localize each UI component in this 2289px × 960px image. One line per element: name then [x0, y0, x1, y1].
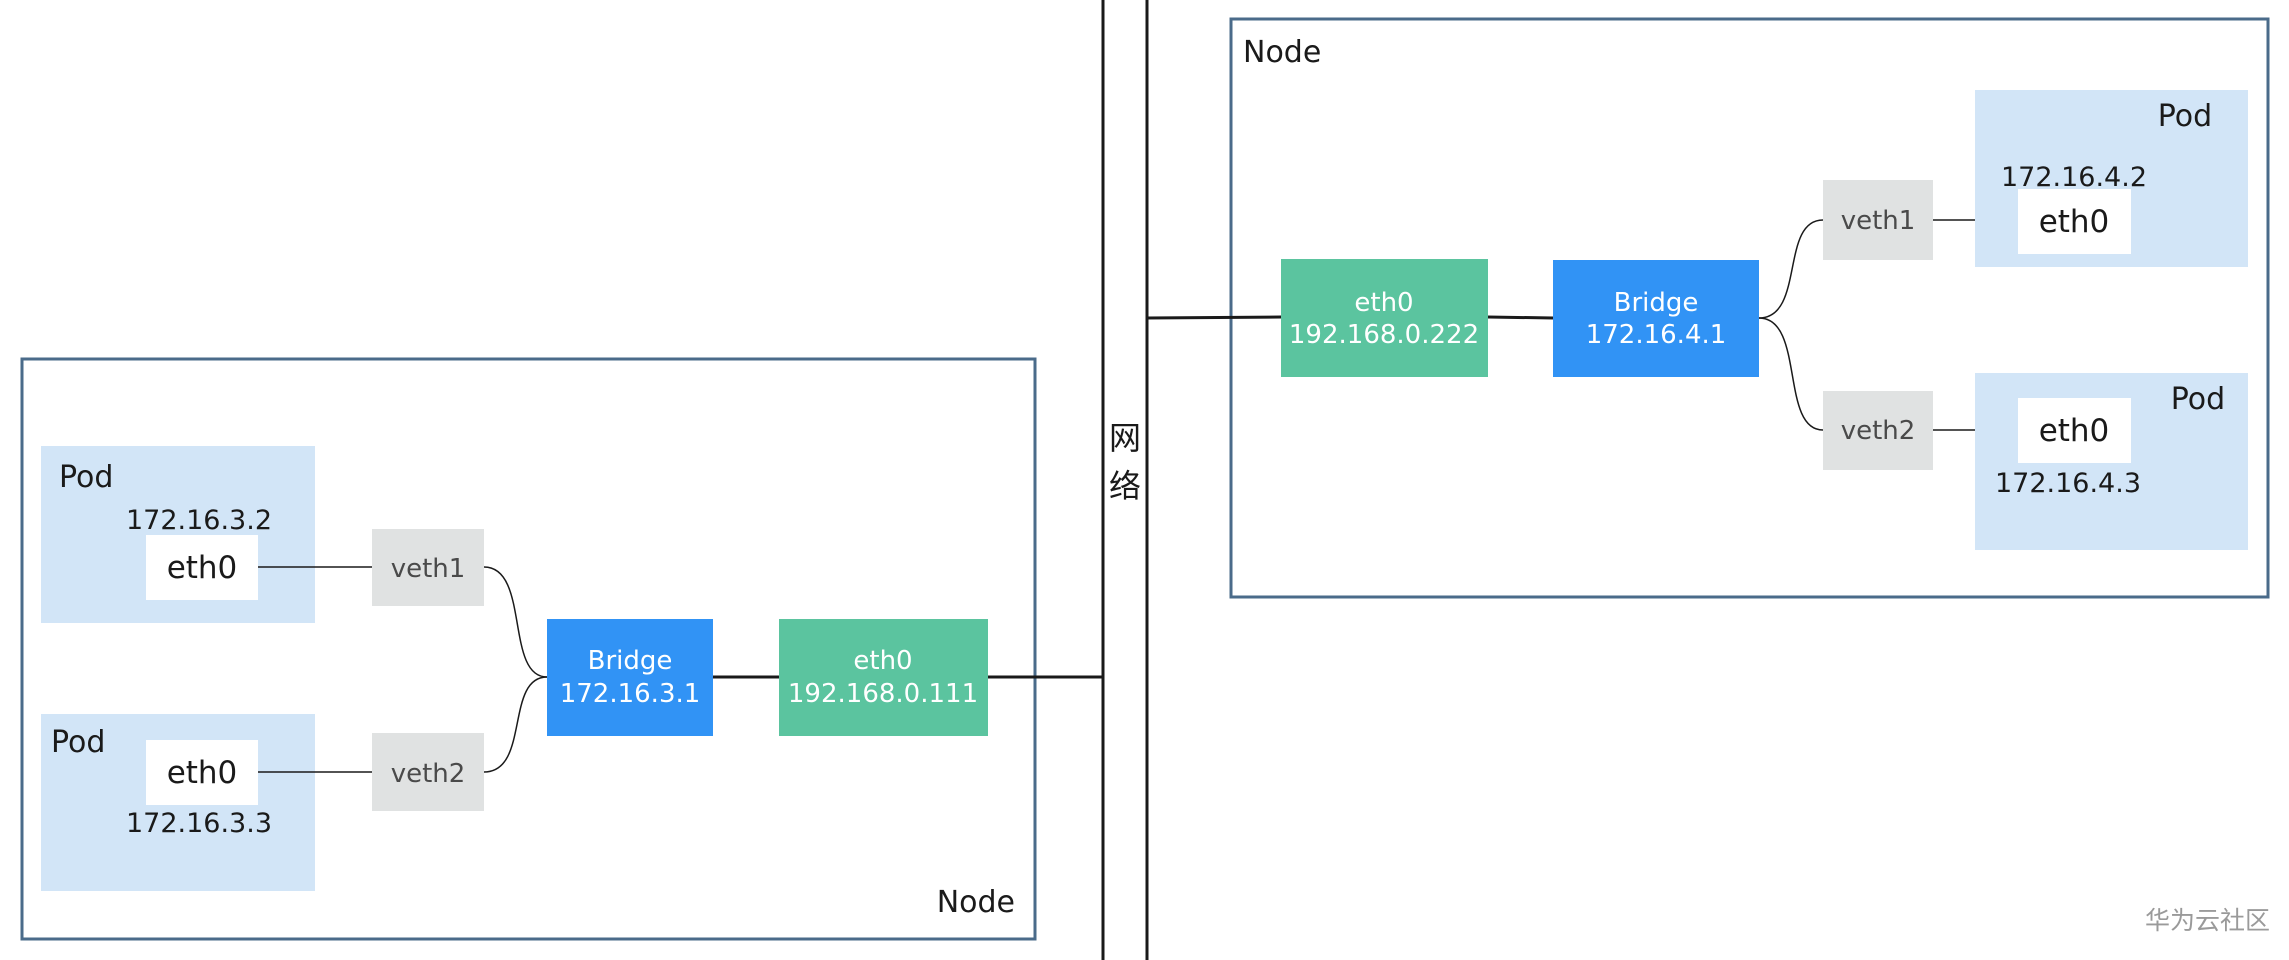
right-veth2-box	[1823, 391, 1933, 470]
left-host-eth0-box	[779, 619, 988, 736]
right-bridge-box	[1553, 260, 1759, 377]
right-pod-2-label: Pod	[2171, 382, 2225, 417]
right-pod-2: Pod eth0 172.16.4.3	[1975, 373, 2248, 550]
left-veth1-label: veth1	[391, 554, 466, 584]
left-bridge-label: Bridge	[588, 646, 673, 676]
left-pod-1: Pod 172.16.3.2 eth0	[41, 446, 315, 623]
left-pod-1-eth0-label: eth0	[167, 550, 238, 586]
left-bridge-box	[547, 619, 713, 736]
right-pod-2-eth0-box	[2018, 398, 2131, 463]
right-bridge-label: Bridge	[1614, 288, 1699, 318]
left-link-veth1-bridge	[483, 566, 548, 678]
network-backbone: 网 络	[1101, 0, 1149, 960]
left-veth1-box	[372, 529, 484, 606]
right-host-eth0-ip: 192.168.0.222	[1289, 320, 1479, 350]
right-pod-1-eth0-label: eth0	[2039, 204, 2110, 240]
right-pod-1-label: Pod	[2158, 99, 2212, 134]
right-host-eth0-label: eth0	[1354, 288, 1413, 318]
left-pod-2-ip: 172.16.3.3	[126, 808, 272, 839]
left-pod-2-eth0-label: eth0	[167, 755, 238, 791]
right-pod-1: Pod 172.16.4.2 eth0	[1975, 90, 2248, 267]
left-veth2-box	[372, 733, 484, 811]
right-node-label: Node	[1243, 35, 1321, 70]
right-pod-1-eth0-box	[2018, 189, 2131, 254]
right-link-bridge-veth2	[1758, 317, 1824, 431]
network-label-char-2: 络	[1109, 467, 1141, 505]
left-host-eth0-ip: 192.168.0.111	[788, 679, 978, 709]
left-pod-2-eth0-box	[146, 740, 258, 805]
right-pod-2-ip: 172.16.4.3	[1995, 468, 2141, 499]
network-label-char-1: 网	[1109, 419, 1141, 457]
left-pod-1-eth0-box	[146, 535, 258, 600]
left-veth2-label: veth2	[391, 759, 466, 789]
right-pod-2-eth0-label: eth0	[2039, 413, 2110, 449]
right-link-hosteth-bridge	[1487, 315, 1554, 320]
right-node: Node eth0 192.168.0.222 Bridge 172.16.4.…	[1146, 17, 2270, 599]
right-veth1-label: veth1	[1841, 206, 1916, 236]
right-veth2-label: veth2	[1841, 416, 1916, 446]
right-host-eth0-box	[1281, 259, 1488, 377]
left-link-veth2-bridge	[483, 676, 548, 773]
right-pod-1-ip: 172.16.4.2	[2001, 162, 2147, 193]
left-node: Node Pod 172.16.3.2 eth0 Pod eth0 172.16…	[20, 357, 1103, 941]
left-pod-2: Pod eth0 172.16.3.3	[41, 714, 315, 891]
left-host-eth0-label: eth0	[853, 646, 912, 676]
watermark-text: 华为云社区	[2145, 906, 2270, 935]
right-link-bridge-veth1	[1758, 219, 1824, 319]
left-bridge-ip: 172.16.3.1	[560, 679, 701, 709]
left-pod-2-label: Pod	[51, 725, 105, 760]
left-pod-1-ip: 172.16.3.2	[126, 505, 272, 536]
right-link-network-hosteth	[1146, 315, 1282, 320]
left-node-label: Node	[937, 885, 1015, 920]
right-bridge-ip: 172.16.4.1	[1586, 320, 1727, 350]
left-pod-1-label: Pod	[59, 460, 113, 495]
right-veth1-box	[1823, 180, 1933, 260]
